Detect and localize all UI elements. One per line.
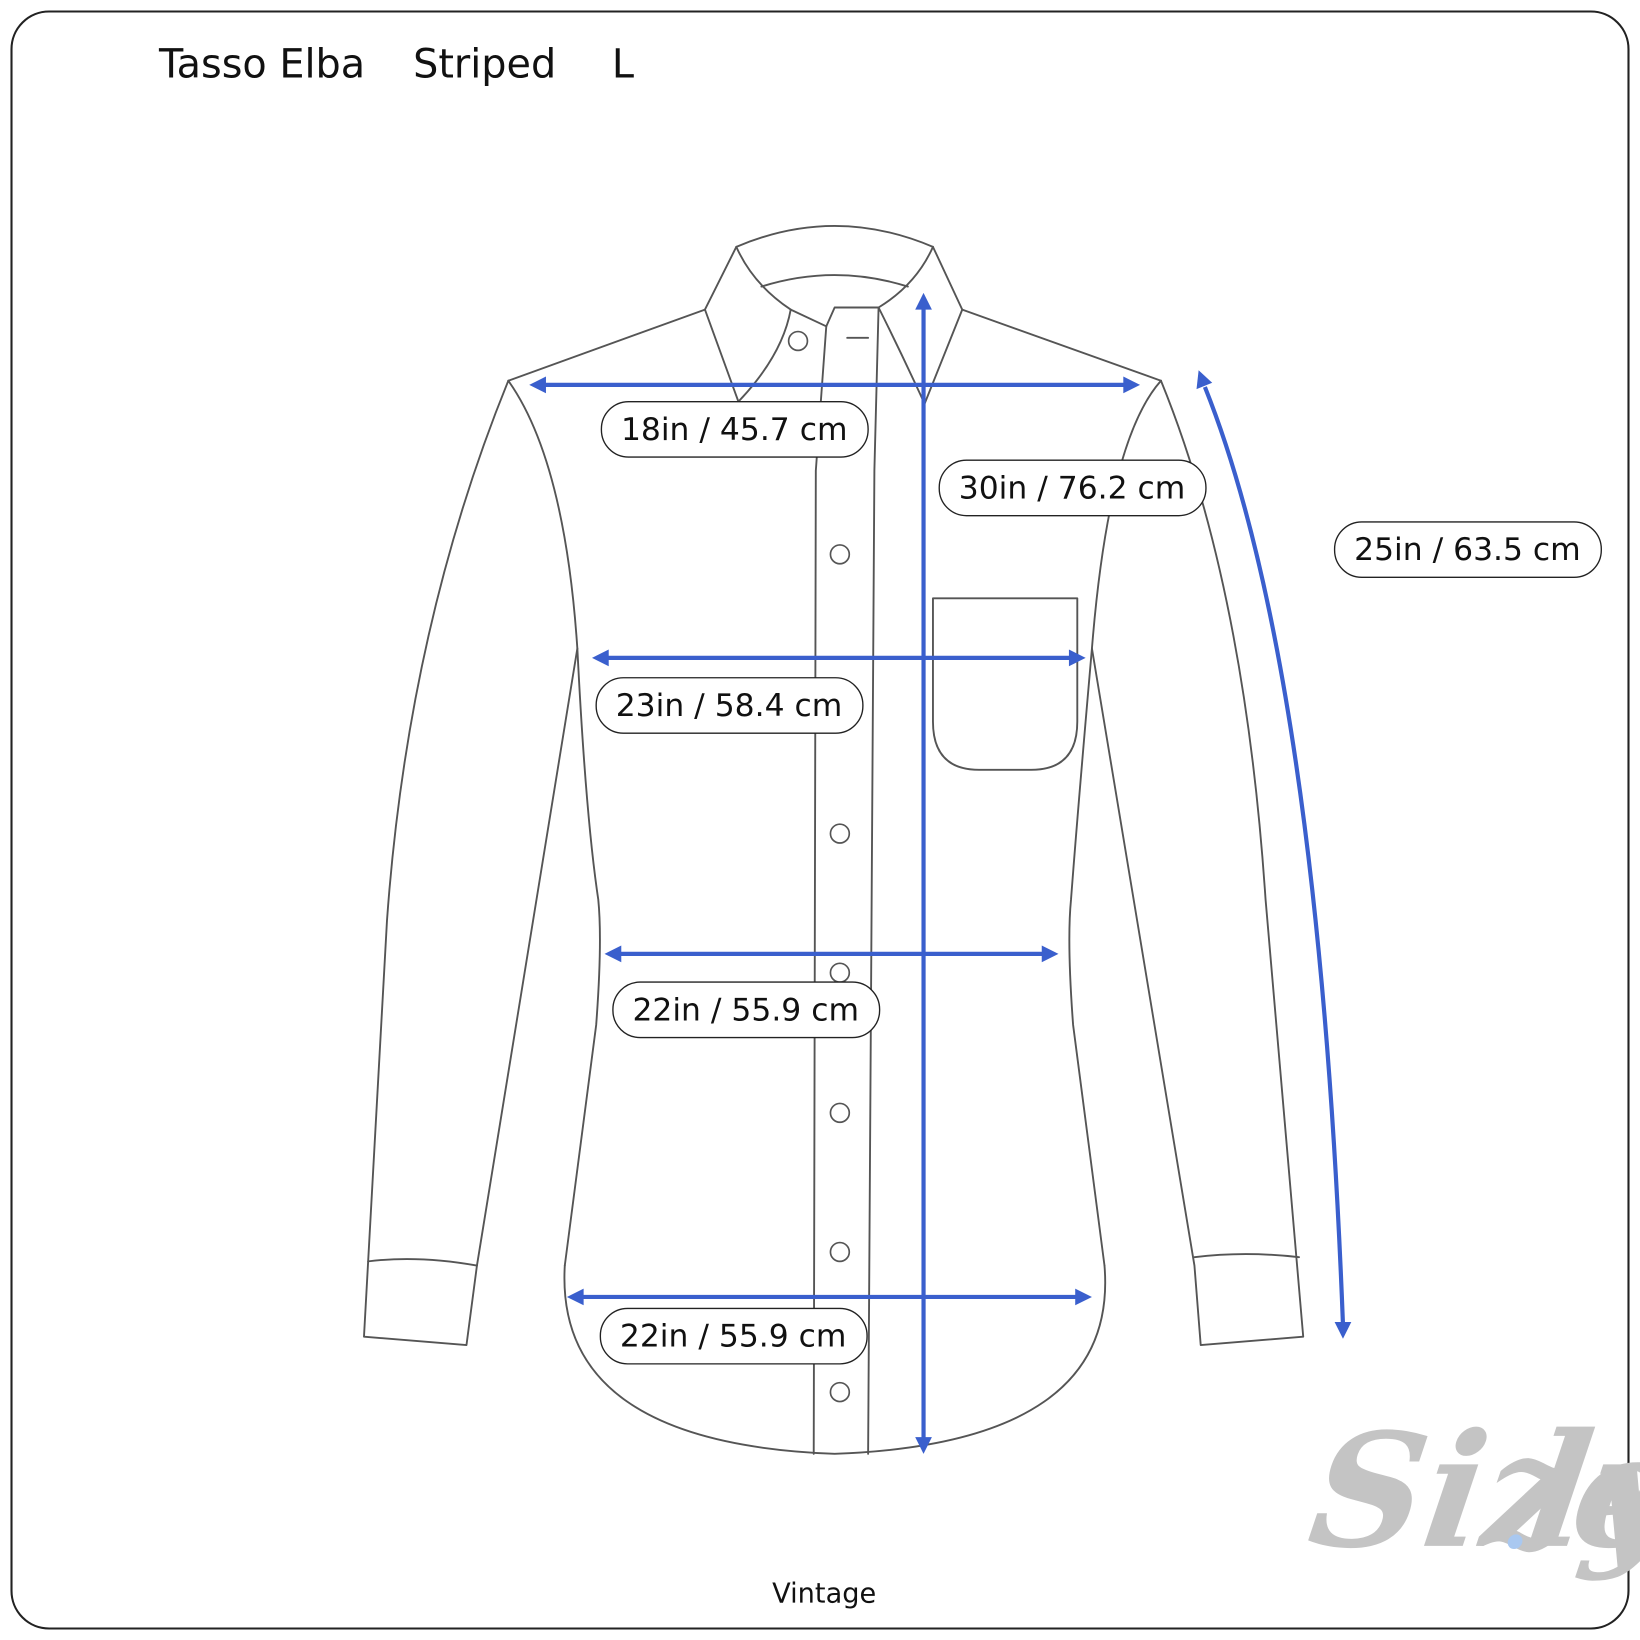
- waist-measurement-label: 22in / 55.9 cm: [612, 981, 881, 1039]
- button-icon: [829, 1381, 851, 1403]
- svg-text:22in / 55.9 cm: 22in / 55.9 cm: [620, 1319, 847, 1355]
- sleeve-measurement-label: 25in / 63.5 cm: [1333, 521, 1602, 579]
- logo-dot-icon: [1507, 1534, 1523, 1550]
- chest-arrow-icon: [591, 649, 1086, 667]
- sizely-logo: Size ly: [1300, 1400, 1640, 1584]
- svg-text:18in / 45.7 cm: 18in / 45.7 cm: [621, 412, 848, 448]
- button-icon: [829, 1102, 851, 1124]
- logo-text-main: Size: [1300, 1400, 1640, 1584]
- style-name: Striped: [413, 41, 556, 87]
- length-arrow-icon: [915, 292, 932, 1454]
- hem-measurement-label: 22in / 55.9 cm: [599, 1307, 868, 1365]
- button-icon: [829, 823, 851, 844]
- shirt-buttons: [787, 330, 851, 1403]
- shoulder-arrow-icon: [529, 376, 1141, 394]
- button-icon: [829, 544, 851, 565]
- length-measurement-label: 30in / 76.2 cm: [938, 459, 1207, 517]
- button-icon: [787, 330, 809, 352]
- chart-frame: [10, 10, 1630, 1630]
- waist-arrow-icon: [604, 945, 1059, 963]
- svg-text:23in / 58.4 cm: 23in / 58.4 cm: [616, 688, 843, 724]
- button-icon: [829, 962, 851, 983]
- shoulder-measurement-label: 18in / 45.7 cm: [600, 400, 869, 458]
- svg-text:22in / 55.9 cm: 22in / 55.9 cm: [632, 992, 859, 1028]
- svg-text:30in / 76.2 cm: 30in / 76.2 cm: [959, 470, 1186, 506]
- chest-measurement-label: 23in / 58.4 cm: [595, 677, 864, 734]
- brand-name: Tasso Elba: [158, 41, 365, 87]
- hem-arrow-icon: [566, 1288, 1092, 1306]
- shirt-outline-icon: [363, 225, 1305, 1455]
- size-label: L: [612, 41, 634, 87]
- svg-text:25in / 63.5 cm: 25in / 63.5 cm: [1354, 532, 1581, 568]
- footer-label: Vintage: [772, 1578, 876, 1609]
- sleeve-arrow-icon: [1196, 370, 1352, 1339]
- button-icon: [829, 1241, 851, 1263]
